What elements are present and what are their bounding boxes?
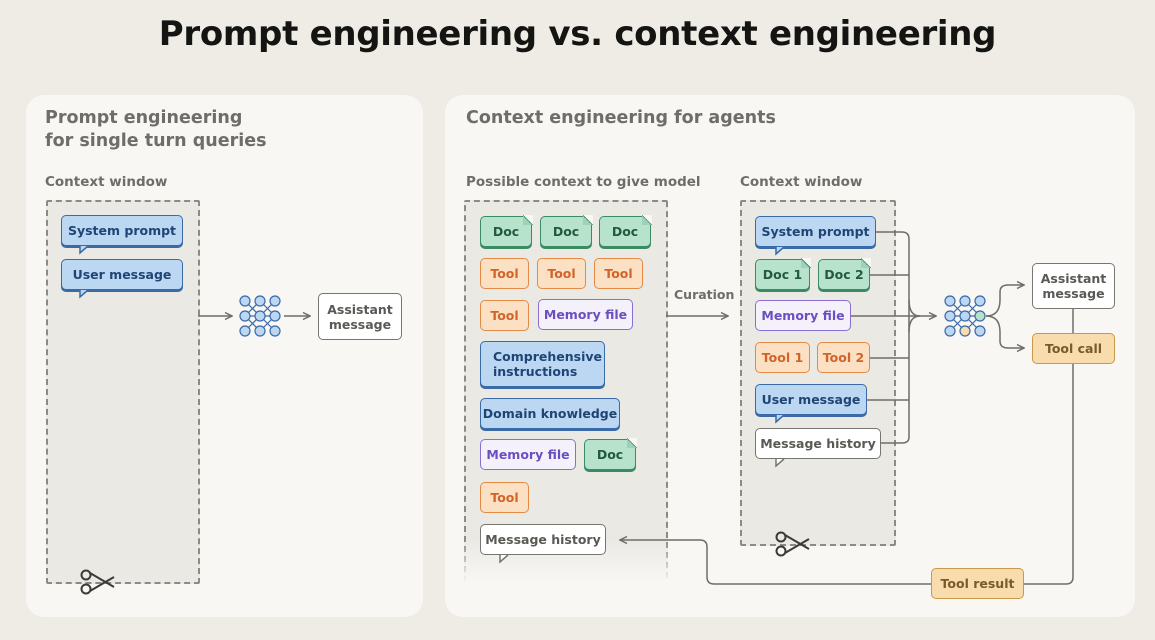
left-assistant-message: Assistant message	[318, 293, 402, 340]
window-doc-1: Doc 1	[755, 258, 811, 290]
possible-memory-file-2: Memory file	[480, 439, 576, 470]
possible-doc-2: Doc	[540, 215, 593, 247]
window-tool-1: Tool 1	[755, 342, 810, 373]
left-user-message-bubble: User message	[61, 259, 183, 290]
bubble-tail	[775, 414, 785, 424]
tool-call-box: Tool call	[1032, 333, 1115, 364]
window-system-prompt: System prompt	[755, 216, 876, 247]
bubble-tail	[79, 289, 89, 299]
bubble-tail	[775, 458, 785, 468]
bubble-tail	[499, 554, 509, 564]
tool-result-box: Tool result	[931, 568, 1024, 599]
possible-memory-file-1: Memory file	[538, 299, 633, 330]
bubble-tail	[79, 245, 89, 255]
possible-comprehensive-instructions: Comprehensive instructions	[480, 341, 605, 387]
left-context-window-label: Context window	[45, 174, 168, 190]
possible-message-history: Message history	[480, 524, 606, 555]
possible-doc-1: Doc	[480, 215, 533, 247]
left-system-prompt-bubble: System prompt	[61, 215, 183, 246]
right-panel-heading: Context engineering for agents	[466, 108, 776, 128]
bubble-tail	[775, 246, 785, 256]
window-user-message: User message	[755, 384, 867, 415]
possible-tool-3: Tool	[594, 258, 643, 289]
page-title: Prompt engineering vs. context engineeri…	[158, 14, 997, 54]
possible-domain-knowledge: Domain knowledge	[480, 398, 620, 429]
right-assistant-message: Assistant message	[1032, 263, 1115, 309]
possible-tool-1: Tool	[480, 258, 529, 289]
possible-tool-2: Tool	[537, 258, 586, 289]
window-doc-2: Doc 2	[818, 258, 871, 290]
window-message-history: Message history	[755, 428, 881, 459]
left-panel-heading: Prompt engineering for single turn queri…	[45, 108, 267, 151]
scissors-icon	[775, 531, 810, 557]
possible-context-label: Possible context to give model	[466, 174, 701, 190]
neural-network-icon	[944, 295, 986, 337]
right-context-window-label: Context window	[740, 174, 863, 190]
possible-doc-4: Doc	[584, 438, 637, 470]
possible-tool-4: Tool	[480, 300, 529, 331]
neural-network-icon	[239, 295, 281, 337]
possible-tool-5: Tool	[480, 482, 529, 513]
possible-doc-3: Doc	[599, 215, 652, 247]
window-memory-file: Memory file	[755, 300, 851, 331]
window-tool-2: Tool 2	[817, 342, 870, 373]
scissors-icon	[80, 569, 115, 595]
right-context-window	[740, 200, 896, 546]
curation-label: Curation	[674, 287, 735, 302]
